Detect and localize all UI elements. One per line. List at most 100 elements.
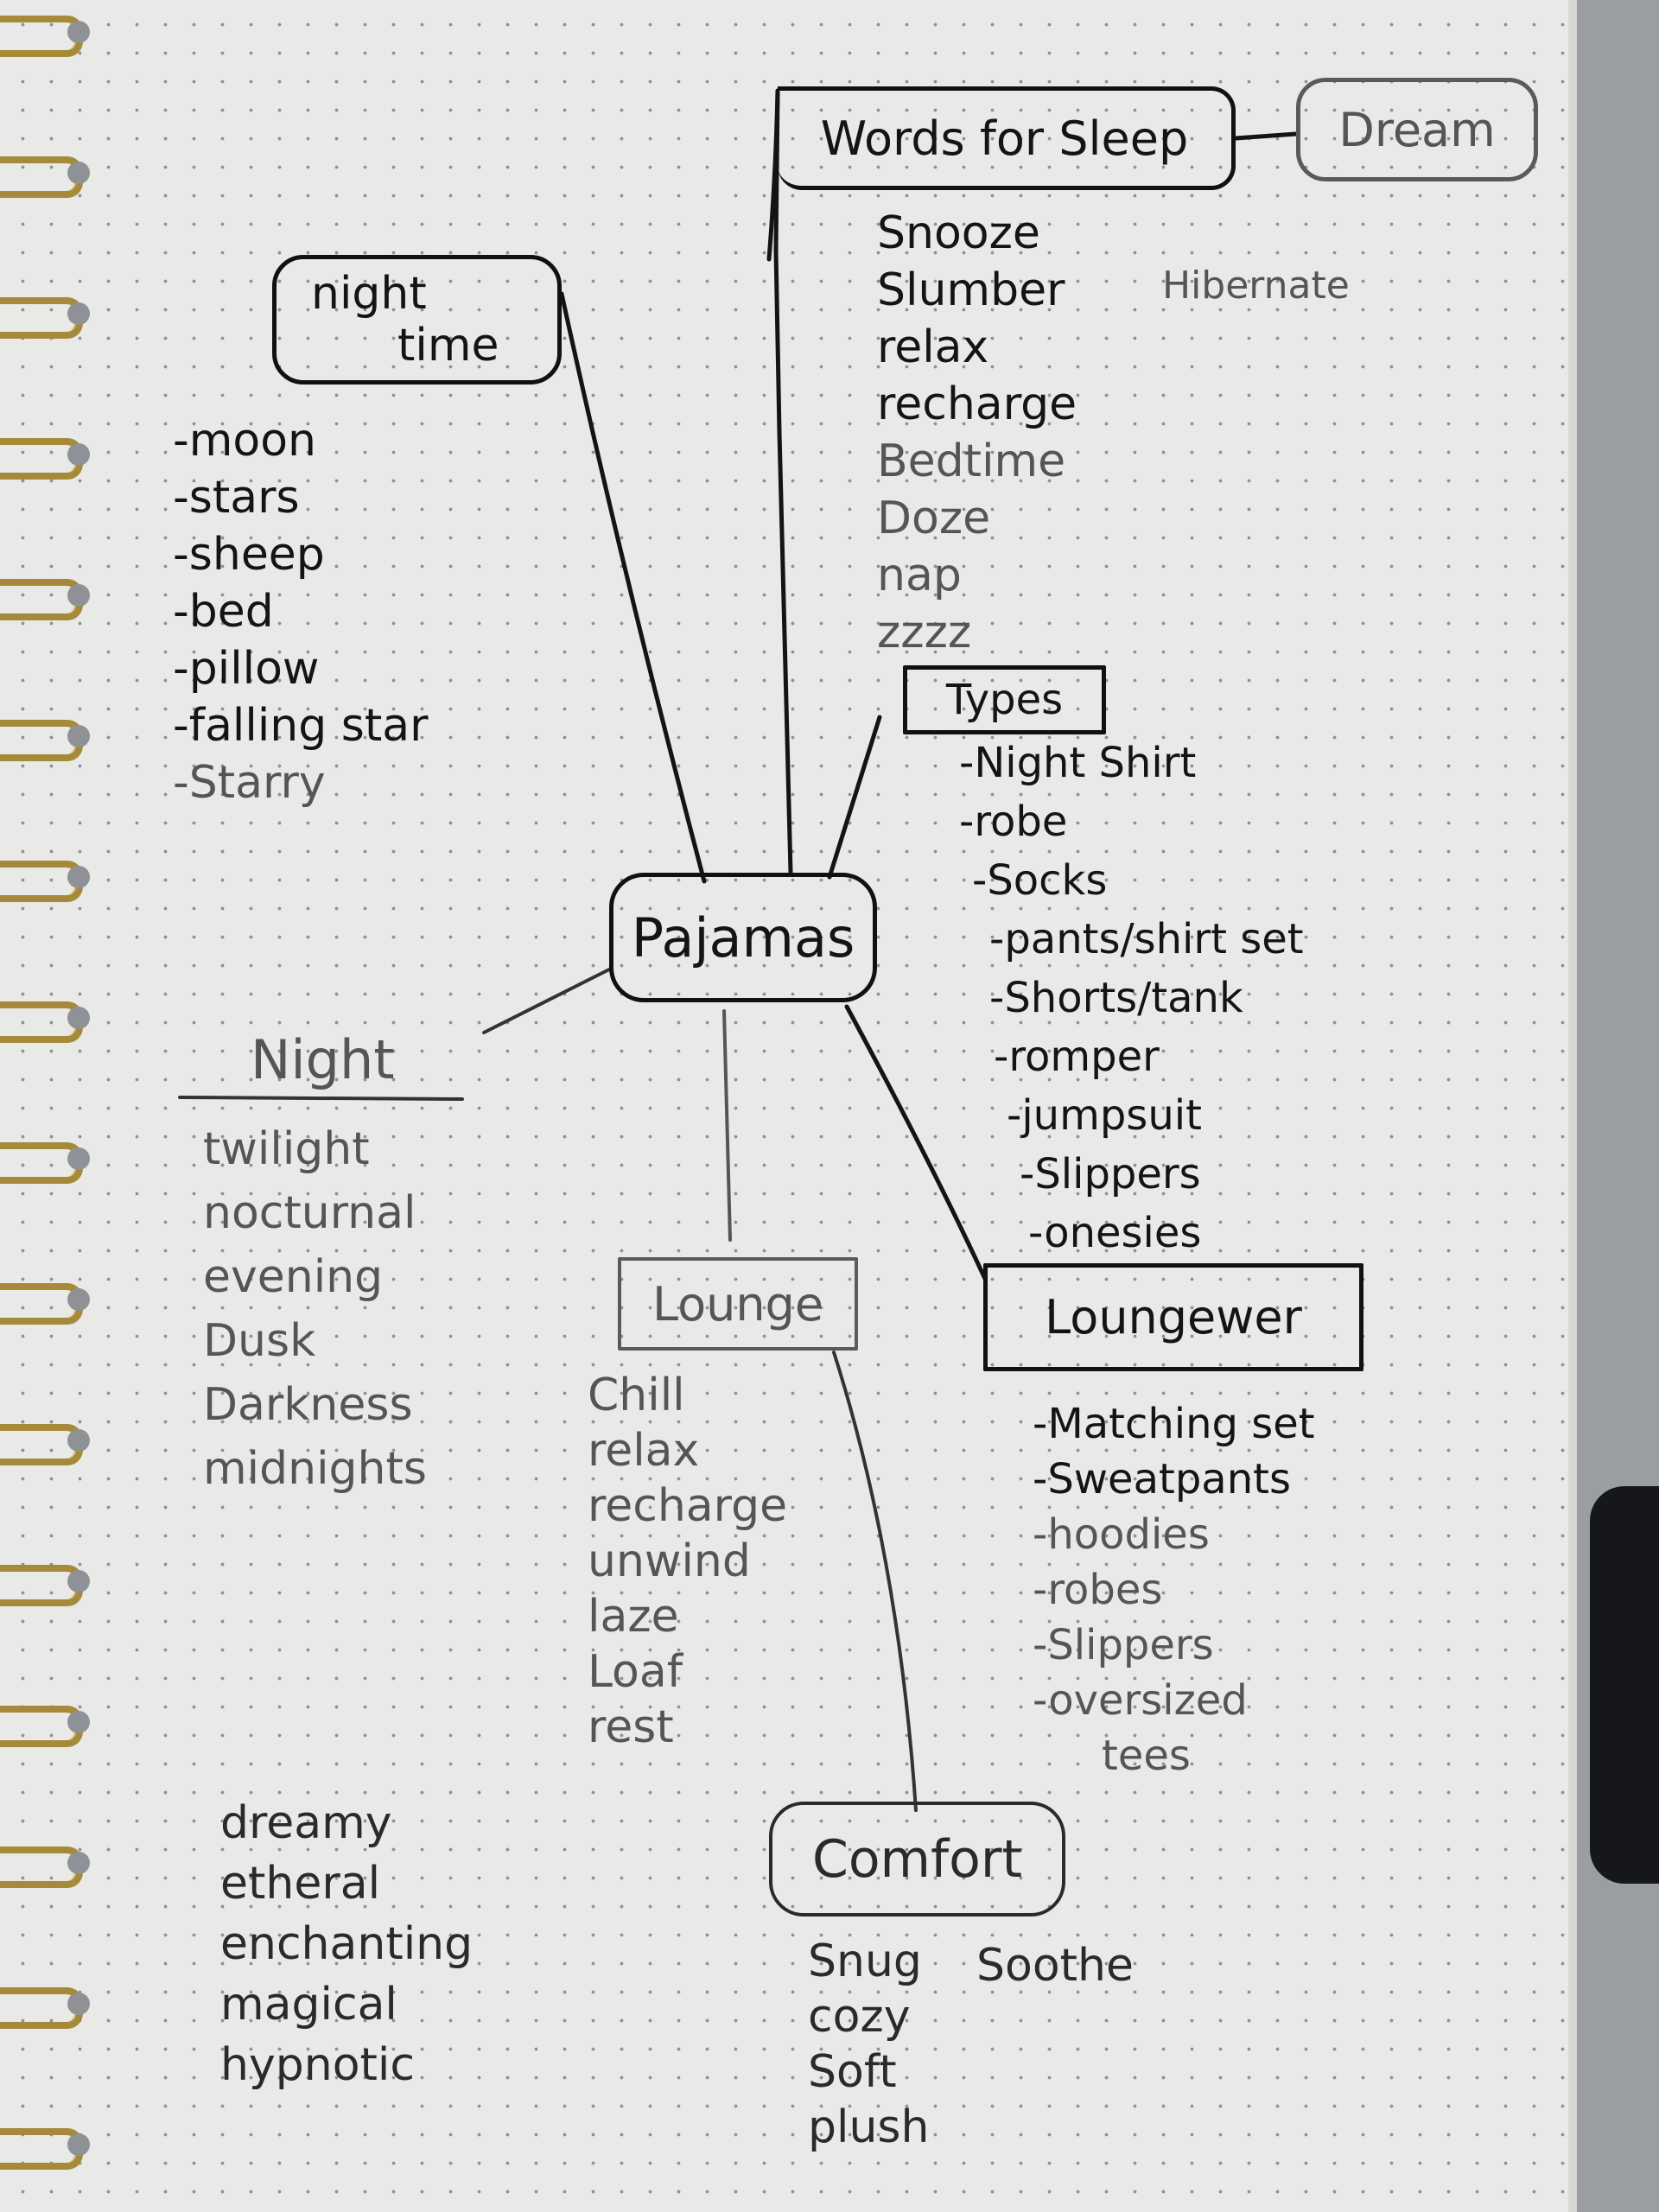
types-label: Types: [945, 676, 1064, 724]
binding-hole: [67, 1993, 90, 2015]
comfort-list: Snug cozy Soft plush: [808, 1936, 929, 2153]
night-item: twilight: [203, 1123, 370, 1175]
binding-hole: [67, 1852, 90, 1874]
type-item: -Night Shirt: [959, 739, 1197, 787]
comfort-item: plush: [808, 2101, 930, 2153]
loungewear-label: Loungewer: [1045, 1290, 1302, 1344]
dream-node: Dream: [1296, 78, 1538, 181]
night-time-node: night time: [272, 255, 562, 385]
lounge-item: unwind: [588, 1535, 751, 1587]
night-time-item: -falling star: [173, 700, 429, 752]
pajamas-node: Pajamas: [609, 873, 877, 1002]
binding-hole: [67, 725, 90, 747]
night-underline: [178, 1096, 464, 1101]
lounge-item: recharge: [588, 1480, 788, 1532]
words-for-sleep-label: Words for Sleep: [820, 111, 1189, 166]
lounge-label: Lounge: [652, 1276, 824, 1332]
line-sleep-hook: [766, 88, 780, 262]
soothe-word: Soothe: [976, 1940, 1134, 1992]
sleep-words-list: Snooze Slumber relax recharge Bedtime Do…: [877, 207, 1077, 658]
night-item: Dusk: [203, 1315, 316, 1367]
line-night: [482, 968, 611, 1034]
night-time-list: -moon -stars -sheep -bed -pillow -fallin…: [173, 415, 429, 809]
night-time-item: -bed: [173, 586, 274, 638]
loungewear-item: -hoodies: [1033, 1510, 1210, 1559]
types-node: Types: [903, 665, 1106, 734]
lounge-item: rest: [588, 1701, 674, 1753]
words-for-sleep-node: Words for Sleep: [778, 86, 1236, 190]
line-sleep-dream: [1233, 131, 1299, 141]
line-comfort: [832, 1351, 918, 1812]
sleep-word: zzzz: [877, 607, 972, 658]
types-list: -Night Shirt -robe -Socks -pants/shirt s…: [959, 739, 1304, 1257]
notebook-page: [0, 0, 1568, 2212]
dreamy-item: hypnotic: [220, 2039, 415, 2091]
loungewear-item: -Sweatpants: [1033, 1455, 1291, 1503]
line-nighttime: [559, 291, 707, 884]
night-time-item: -stars: [173, 472, 300, 524]
loungewear-list: -Matching set -Sweatpants -hoodies -robe…: [1033, 1400, 1315, 1780]
line-types: [827, 715, 882, 880]
night-item: evening: [203, 1251, 384, 1303]
lounge-item: relax: [588, 1425, 700, 1477]
dreamy-item: magical: [220, 1979, 397, 2031]
type-item: -Slippers: [1020, 1150, 1201, 1198]
type-item: -Shorts/tank: [989, 974, 1243, 1022]
page-edge: [1568, 0, 1577, 2212]
loungewear-item: -oversized: [1033, 1676, 1248, 1725]
dreamy-item: dreamy: [220, 1797, 392, 1849]
lounge-item: laze: [588, 1591, 679, 1643]
night-list: twilight nocturnal evening Dusk Darkness…: [203, 1123, 427, 1495]
loungewear-item: tees: [1102, 1732, 1191, 1780]
night-item: Darkness: [203, 1379, 413, 1431]
lounge-node: Lounge: [618, 1257, 858, 1351]
binding-hole: [67, 302, 90, 325]
pajamas-label: Pajamas: [631, 906, 855, 969]
dream-label: Dream: [1338, 102, 1496, 157]
comfort-item: Soft: [808, 2046, 897, 2098]
night-time-label-1: night: [311, 268, 427, 320]
night-time-item: -pillow: [173, 643, 320, 695]
comfort-node: Comfort: [769, 1802, 1065, 1916]
sleep-word: recharge: [877, 378, 1077, 430]
dreamy-item: enchanting: [220, 1918, 474, 1970]
night-item: nocturnal: [203, 1187, 416, 1239]
binding-hole: [67, 866, 90, 888]
night-time-item: -Starry: [173, 757, 326, 809]
sleep-word: nap: [877, 550, 962, 601]
line-sleep-vertical: [773, 88, 793, 875]
type-item: -jumpsuit: [1007, 1091, 1202, 1140]
binding-hole: [67, 2133, 90, 2156]
dreamy-list: dreamy etheral enchanting magical hypnot…: [220, 1797, 473, 2091]
type-item: -pants/shirt set: [989, 915, 1304, 963]
comfort-label: Comfort: [811, 1828, 1023, 1890]
night-item: midnights: [203, 1443, 427, 1495]
sleep-word: Slumber: [877, 264, 1065, 316]
elastic-band: [1590, 1486, 1659, 1884]
binding-hole: [67, 1147, 90, 1170]
binding-hole: [67, 21, 90, 43]
night-time-item: -sheep: [173, 529, 325, 581]
binding-hole: [67, 1007, 90, 1029]
binding-hole: [67, 1711, 90, 1733]
night-time-label-2: time: [397, 320, 499, 372]
dreamy-item: etheral: [220, 1858, 381, 1910]
comfort-item: Snug: [808, 1936, 922, 1987]
lounge-list: Chill relax recharge unwind laze Loaf re…: [588, 1370, 787, 1753]
loungewear-item: -Matching set: [1033, 1400, 1315, 1448]
sleep-word: Bedtime: [877, 435, 1066, 487]
lounge-item: Chill: [588, 1370, 685, 1421]
hibernate-word: Hibernate: [1162, 264, 1350, 308]
line-lounge: [722, 1009, 732, 1242]
comfort-item: cozy: [808, 1991, 911, 2043]
binding-hole: [67, 1288, 90, 1311]
binding-hole: [67, 584, 90, 607]
night-heading: Night: [251, 1028, 395, 1091]
line-loungewear: [844, 1004, 988, 1281]
loungewear-item: -Slippers: [1033, 1621, 1214, 1669]
type-item: -romper: [994, 1033, 1160, 1081]
sleep-word: Doze: [877, 493, 991, 544]
type-item: -Socks: [972, 856, 1108, 905]
binding-hole: [67, 162, 90, 184]
